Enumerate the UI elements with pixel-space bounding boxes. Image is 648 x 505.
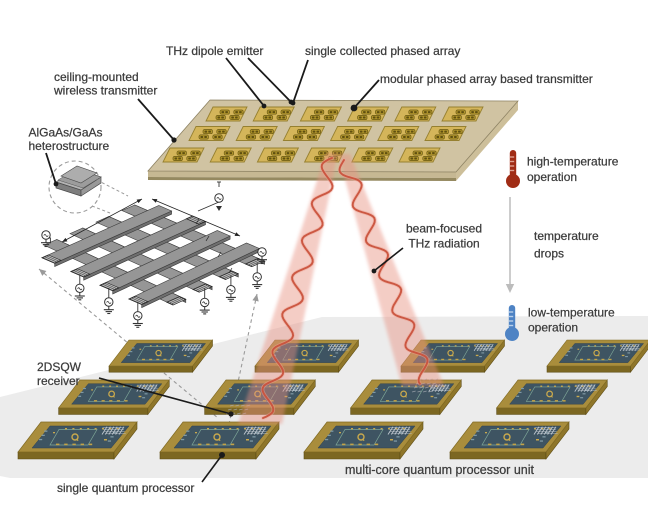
svg-text:heterostructure: heterostructure — [29, 139, 110, 153]
svg-text:modular phased array based tra: modular phased array based transmitter — [380, 72, 593, 86]
svg-text:THz dipole emitter: THz dipole emitter — [166, 44, 263, 58]
svg-text:multi-core quantum processor u: multi-core quantum processor unit — [345, 463, 534, 477]
svg-text:low-temperature: low-temperature — [528, 306, 615, 320]
svg-text:AlGaAs/GaAs: AlGaAs/GaAs — [29, 126, 103, 140]
svg-text:receiver: receiver — [37, 374, 80, 388]
svg-text:2DSQW: 2DSQW — [37, 360, 82, 374]
svg-text:ceiling-mounted: ceiling-mounted — [54, 70, 139, 84]
svg-text:temperature: temperature — [534, 229, 599, 243]
svg-text:THz radiation: THz radiation — [408, 237, 479, 251]
svg-text:operation: operation — [528, 321, 578, 335]
svg-text:drops: drops — [534, 247, 564, 261]
svg-text:operation: operation — [527, 170, 577, 184]
svg-text:wireless transmitter: wireless transmitter — [53, 84, 157, 98]
svg-text:single collected phased array: single collected phased array — [305, 44, 460, 58]
svg-text:single quantum processor: single quantum processor — [57, 481, 194, 495]
svg-text:high-temperature: high-temperature — [527, 155, 619, 169]
svg-text:beam-focused: beam-focused — [406, 222, 482, 236]
